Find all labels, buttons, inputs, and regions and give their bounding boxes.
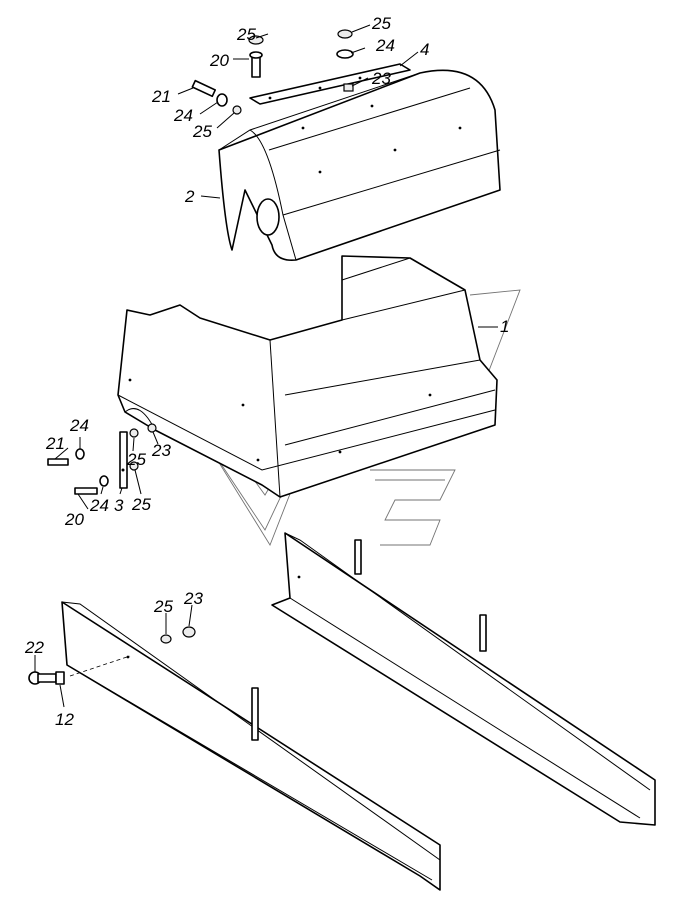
callout-23-mid: 23	[151, 441, 171, 460]
leader-lines	[34, 24, 498, 708]
callout-23-top: 23	[371, 69, 391, 88]
callout-20-left: 20	[64, 510, 84, 529]
callout-23-low: 23	[183, 589, 203, 608]
callout-25-leftbolt: 25	[192, 122, 212, 141]
top-cover-part-2	[218, 69, 501, 262]
callout-12: 12	[55, 710, 74, 729]
callout-24-leftbolt: 24	[173, 106, 193, 125]
strap-part-4	[249, 63, 411, 105]
callout-24-left: 24	[69, 416, 89, 435]
callout-20-top: 20	[209, 51, 229, 70]
callout-24-top: 24	[375, 36, 395, 55]
bracket-part-3	[119, 431, 128, 489]
fasteners	[28, 29, 354, 685]
callout-24-lower: 24	[89, 496, 109, 515]
left-rail	[61, 601, 441, 891]
callout-21-left: 21	[45, 434, 65, 453]
callout-labels: 1 2 3 4 12 20 20 21 21 22 23 23 23 24 24…	[24, 14, 509, 729]
callout-2: 2	[184, 187, 195, 206]
callout-3: 3	[114, 496, 124, 515]
callout-25-top-right: 25	[371, 14, 391, 33]
callout-25-bracket-top: 25	[126, 450, 146, 469]
callout-25-bracket-low: 25	[131, 495, 151, 514]
callout-22: 22	[24, 638, 44, 657]
box-housing-part-1	[117, 255, 498, 498]
callout-1: 1	[500, 317, 509, 336]
callout-25-top-left: 25	[236, 25, 256, 44]
callout-21-top: 21	[151, 87, 171, 106]
callout-25-lower: 25	[153, 597, 173, 616]
right-rail	[271, 532, 656, 826]
callout-4: 4	[420, 40, 429, 59]
